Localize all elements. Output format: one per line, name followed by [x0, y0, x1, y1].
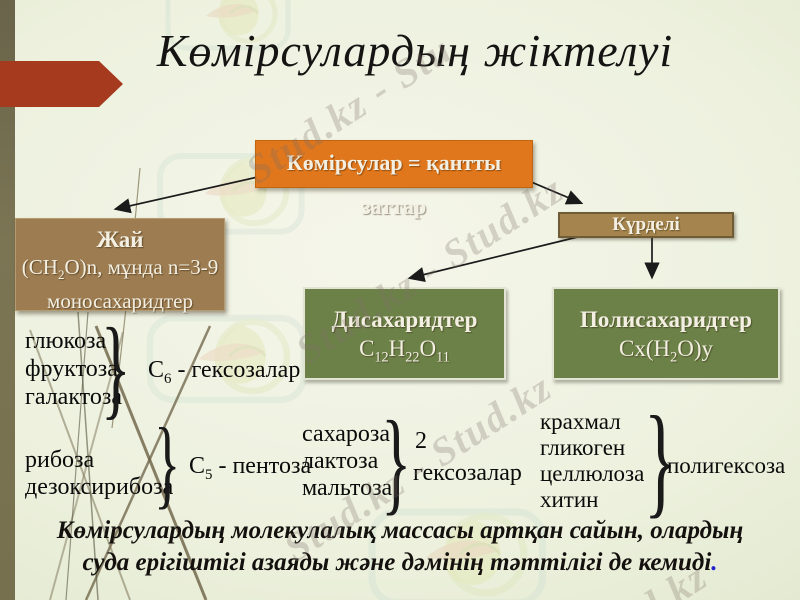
brace-icon: }: [101, 306, 131, 430]
simple-box-subtitle: моносахаридтер: [47, 289, 193, 314]
polyhexoses-label: полигексоза: [667, 453, 786, 478]
list-item: сахароза: [302, 421, 391, 447]
hexoses-label: C6 - гексозалар: [148, 357, 301, 387]
list-item: хитин: [540, 487, 599, 512]
root-box-label: Көмірсулар = қантты заттар: [286, 150, 502, 219]
list-item: крахмал: [540, 409, 621, 434]
list-item: глюкоза: [25, 328, 107, 354]
brace-icon: }: [154, 407, 181, 518]
dihexoses-list: сахароза лактоза мальтоза: [302, 421, 392, 502]
simple-box-title: Жай: [96, 227, 144, 252]
list-item: целлюлоза: [540, 461, 645, 486]
list-item: мальтоза: [302, 475, 393, 501]
list-item: дезоксирибоза: [25, 474, 174, 500]
root-box-carbohydrates: Көмірсулар = қантты заттар: [255, 140, 533, 219]
list-item: гликоген: [540, 435, 626, 460]
simple-box-formula: (CH2O)n, мұнда n=3-9: [21, 255, 219, 283]
list-item: фруктоза: [25, 356, 118, 382]
complex-carbohydrates-box: Күрделі: [558, 212, 734, 238]
list-item: рибоза: [25, 447, 95, 473]
footer-line-1: Көмірсулардың молекулалық массасы артқан…: [56, 517, 744, 544]
list-item: галактоза: [25, 384, 122, 410]
dihexoses-label: гексозалар: [413, 460, 522, 486]
disaccharides-formula: C12H22O11: [359, 336, 450, 366]
pentoses-list: рибоза дезоксирибоза: [25, 447, 173, 501]
list-item: лактоза: [302, 448, 379, 474]
pentoses-label: C5 - пентоза: [189, 453, 312, 483]
polyhexoses-list: крахмал гликоген целлюлоза хитин: [540, 409, 644, 513]
dihexoses-label-count: 2: [415, 428, 427, 454]
arrow-root-to-simple: [113, 175, 263, 214]
brace-icon: }: [644, 392, 677, 530]
polysaccharides-formula: Cx(H2O)y: [618, 336, 714, 366]
footer-statement: Көмірсулардың молекулалық массасы артқан…: [0, 515, 800, 579]
brace-icon: }: [381, 398, 412, 525]
left-edge-bar: [0, 0, 15, 600]
polysaccharides-box: Полисахаридтер Cx(H2O)y: [552, 287, 780, 380]
disaccharides-box: Дисахаридтер C12H22O11: [303, 287, 506, 380]
polysaccharides-title: Полисахаридтер: [580, 307, 752, 332]
slide-title: Көмірсулардың жіктелуі: [156, 25, 674, 76]
footer-line-2: суда ерігіштігі азаяды және дәмінің тәтт…: [82, 549, 718, 576]
complex-box-label: Күрделі: [612, 214, 680, 235]
disaccharides-title: Дисахаридтер: [331, 307, 478, 332]
arrow-complex-to-disaccharide: [407, 233, 591, 283]
hexoses-list: глюкоза фруктоза галактоза: [25, 327, 122, 411]
simple-carbohydrates-box: Жай (CH2O)n, мұнда n=3-9 моносахаридтер: [15, 218, 225, 313]
footer-period: .: [711, 549, 718, 576]
